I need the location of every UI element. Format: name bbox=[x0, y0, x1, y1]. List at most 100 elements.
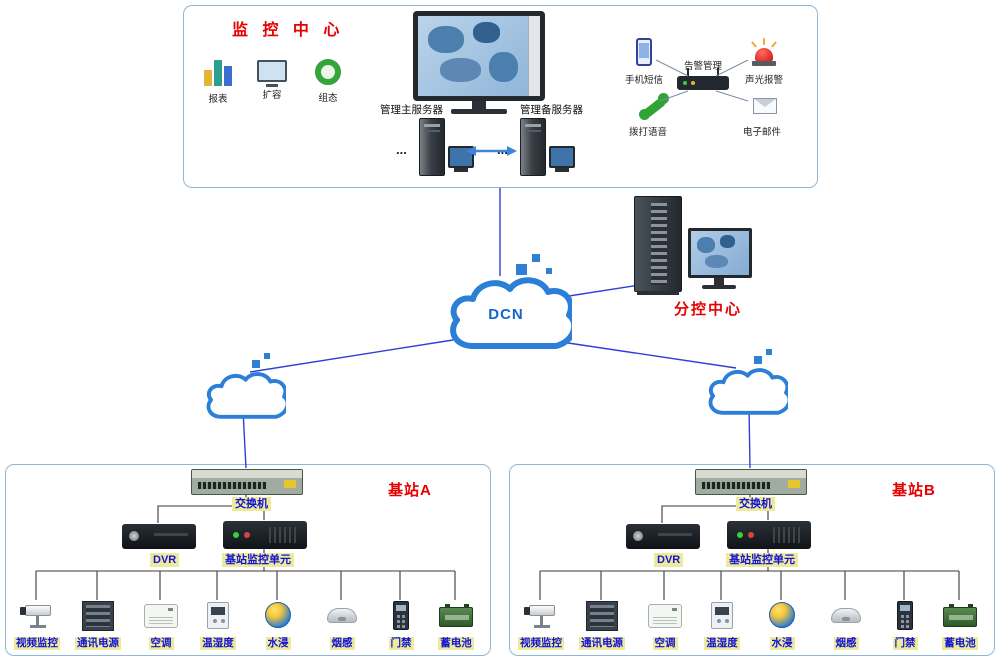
pixel-square bbox=[264, 353, 270, 359]
device-access-control: 门禁 bbox=[373, 599, 429, 651]
cctv-camera-icon bbox=[17, 599, 57, 633]
ethernet-switch-icon bbox=[191, 469, 303, 495]
power-cabinet-icon bbox=[82, 599, 114, 633]
power-cabinet-icon bbox=[586, 599, 618, 633]
device-temp-humidity: 温湿度 bbox=[694, 599, 750, 651]
device-label: 通讯电源 bbox=[579, 637, 625, 650]
switch-label: 交换机 bbox=[736, 497, 775, 511]
temp-humidity-sensor-icon bbox=[206, 599, 230, 633]
dcn-cloud: DCN bbox=[440, 252, 572, 364]
subcontrol-label: 分控中心 bbox=[674, 301, 743, 318]
map-screen bbox=[418, 16, 540, 96]
access-keypad-icon bbox=[896, 599, 914, 633]
configuration-tool: 组态 bbox=[306, 56, 350, 104]
device-label: 门禁 bbox=[388, 637, 414, 650]
monitoring-unit-icon bbox=[223, 521, 307, 549]
monitoring-unit-icon bbox=[727, 521, 811, 549]
configuration-tool-label: 组态 bbox=[318, 93, 338, 104]
pixel-square bbox=[766, 349, 772, 355]
device-smoke-detector: 烟感 bbox=[314, 599, 370, 651]
mobile-phone-icon bbox=[636, 38, 652, 66]
main-server-label: 管理主服务器 bbox=[380, 104, 443, 116]
access-cloud-right bbox=[702, 346, 788, 426]
device-label: 水浸 bbox=[265, 637, 291, 650]
device-label: 视频监控 bbox=[14, 637, 60, 650]
dvr-label: DVR bbox=[654, 553, 684, 567]
device-battery: 蓄电池 bbox=[932, 599, 988, 651]
sound-light-label: 声光报警 bbox=[744, 75, 783, 86]
monitoring-center-panel: 监 控 中 心 报表 扩容 组态 bbox=[183, 5, 818, 188]
device-label: 视频监控 bbox=[518, 637, 564, 650]
bar-chart-icon bbox=[196, 54, 240, 86]
device-label: 蓄电池 bbox=[942, 637, 978, 650]
server-monitor-main bbox=[448, 146, 474, 172]
pixel-square bbox=[516, 264, 527, 275]
device-label: 空调 bbox=[148, 637, 174, 650]
device-label: 温湿度 bbox=[200, 637, 236, 650]
access-keypad-icon bbox=[392, 599, 410, 633]
server-monitor-backup bbox=[549, 146, 575, 172]
device-comm-power: 通讯电源 bbox=[574, 599, 630, 651]
access-cloud-left bbox=[200, 350, 286, 430]
device-video-surveillance: 视频监控 bbox=[9, 599, 65, 651]
device-battery: 蓄电池 bbox=[428, 599, 484, 651]
device-smoke-detector: 烟感 bbox=[818, 599, 874, 651]
device-water-leak: 水浸 bbox=[250, 599, 306, 651]
pixel-square bbox=[546, 268, 552, 274]
dcn-label: DCN bbox=[488, 306, 524, 323]
device-air-conditioner: 空调 bbox=[637, 599, 693, 651]
telephone-handset-icon bbox=[639, 92, 669, 122]
station-title: 基站B bbox=[892, 482, 936, 499]
switch-sticker bbox=[788, 480, 800, 488]
device-label: 水浸 bbox=[769, 637, 795, 650]
device-temp-humidity: 温湿度 bbox=[190, 599, 246, 651]
alarm-gateway-icon bbox=[677, 68, 729, 90]
device-label: 温湿度 bbox=[704, 637, 740, 650]
backup-server-label: 管理备服务器 bbox=[520, 104, 583, 116]
email-label: 电子邮件 bbox=[742, 127, 781, 138]
device-label: 烟感 bbox=[833, 637, 859, 650]
base-station-b-panel: 基站B 交换机 DVR 基站监控单元 视频监控 通讯电源 空调 温湿度 水浸 bbox=[509, 464, 995, 656]
green-ring-icon bbox=[315, 59, 341, 85]
ellipsis-left: ... bbox=[396, 142, 407, 157]
sms-label: 手机短信 bbox=[624, 75, 663, 86]
device-water-leak: 水浸 bbox=[754, 599, 810, 651]
server-tower-main bbox=[419, 118, 445, 176]
temp-humidity-sensor-icon bbox=[710, 599, 734, 633]
pixel-square bbox=[754, 356, 762, 364]
cloud-shape bbox=[708, 368, 788, 415]
management-console-monitor bbox=[413, 11, 545, 114]
device-label: 门禁 bbox=[892, 637, 918, 650]
cloud-shape bbox=[206, 372, 286, 419]
monitoring-unit-label: 基站监控单元 bbox=[222, 553, 294, 567]
battery-icon bbox=[942, 599, 978, 633]
cctv-camera-icon bbox=[521, 599, 561, 633]
water-sensor-icon bbox=[768, 599, 796, 633]
sound-light-alarm-icon bbox=[750, 38, 778, 72]
ethernet-switch-icon bbox=[695, 469, 807, 495]
switch-sticker bbox=[284, 480, 296, 488]
dvr-device-icon bbox=[626, 524, 700, 549]
device-video-surveillance: 视频监控 bbox=[513, 599, 569, 651]
device-access-control: 门禁 bbox=[877, 599, 933, 651]
monitoring-unit-label: 基站监控单元 bbox=[726, 553, 798, 567]
battery-icon bbox=[438, 599, 474, 633]
air-conditioner-icon bbox=[143, 599, 179, 633]
device-label: 蓄电池 bbox=[438, 637, 474, 650]
report-tool-label: 报表 bbox=[208, 94, 228, 105]
pixel-square bbox=[252, 360, 260, 368]
smoke-detector-icon bbox=[830, 599, 862, 633]
device-comm-power: 通讯电源 bbox=[70, 599, 126, 651]
device-label: 通讯电源 bbox=[75, 637, 121, 650]
device-air-conditioner: 空调 bbox=[133, 599, 189, 651]
monitor-icon bbox=[257, 60, 287, 87]
ellipsis-right: ... bbox=[497, 142, 508, 157]
server-tower-backup bbox=[520, 118, 546, 176]
expansion-tool-label: 扩容 bbox=[262, 90, 282, 101]
voice-call-label: 拨打语音 bbox=[628, 127, 667, 138]
station-title: 基站A bbox=[388, 482, 432, 499]
water-sensor-icon bbox=[264, 599, 292, 633]
alarm-management-label: 告警管理 bbox=[683, 61, 722, 72]
air-conditioner-icon bbox=[647, 599, 683, 633]
